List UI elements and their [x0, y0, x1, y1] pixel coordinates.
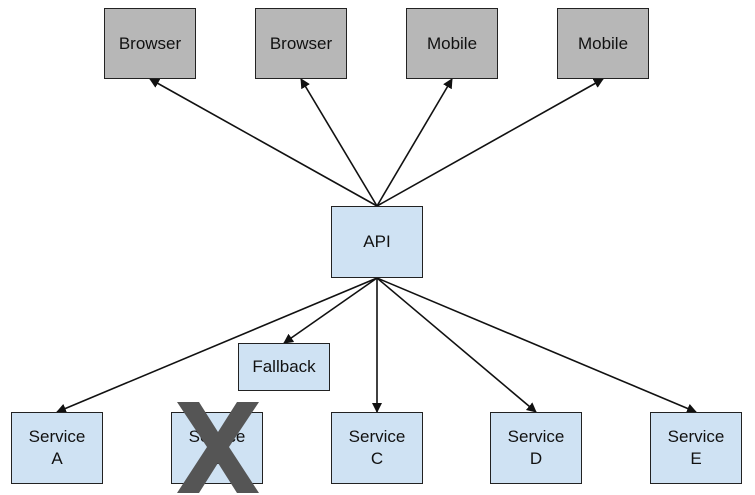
edge-api-to-service_d [376, 277, 537, 413]
edge-api-to-mobile_2 [376, 78, 604, 207]
service-e-node: Service E [650, 412, 742, 484]
edge-api-to-browser_1 [149, 78, 378, 207]
edge-api-to-service_a [56, 277, 378, 414]
service-d-node: Service D [490, 412, 582, 484]
service-c-node: Service C [331, 412, 423, 484]
mobile-node-2: Mobile [557, 8, 649, 79]
api-node: API [331, 206, 423, 278]
edge-api-to-service_e [376, 277, 697, 414]
edge-api-to-fallback [283, 277, 378, 344]
edge-api-to-mobile_1 [376, 78, 453, 207]
fallback-node: Fallback [238, 343, 330, 391]
failure-x-icon [177, 402, 259, 493]
service-a-node: Service A [11, 412, 103, 484]
browser-node-2: Browser [255, 8, 347, 79]
mobile-node-1: Mobile [406, 8, 498, 79]
browser-node-1: Browser [104, 8, 196, 79]
edge-api-to-browser_2 [300, 78, 378, 207]
